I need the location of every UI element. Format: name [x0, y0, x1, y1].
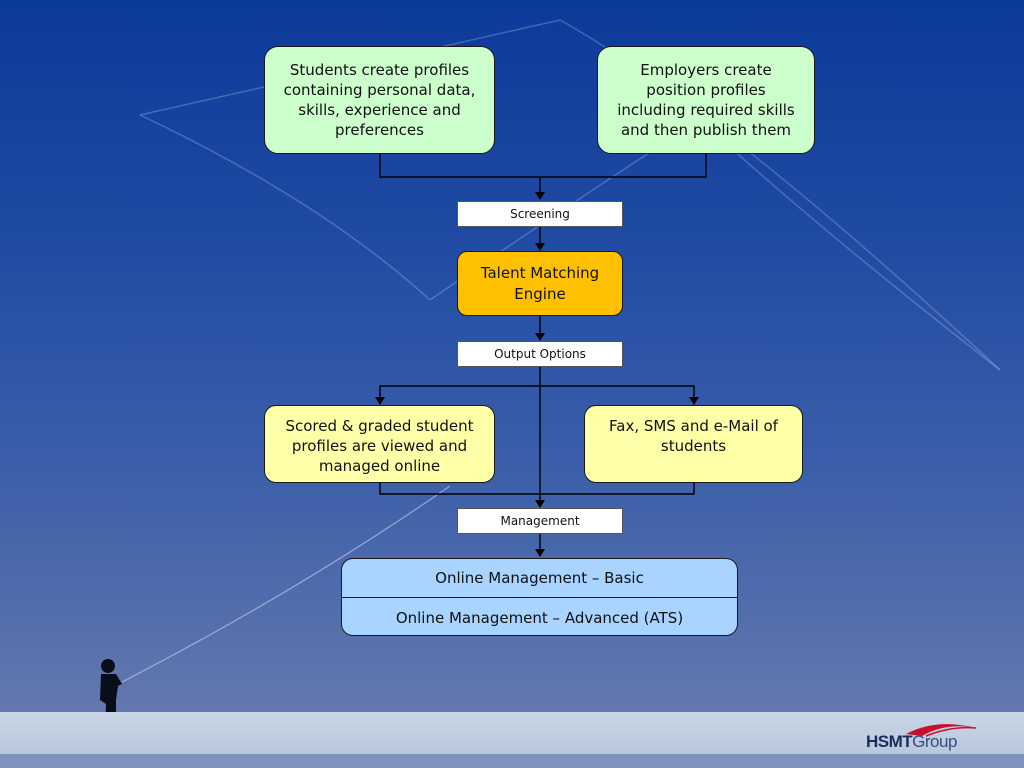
fax-sms-email-node: Fax, SMS and e-Mail of students: [584, 405, 803, 483]
employers-profile-node: Employers create position profiles inclu…: [597, 46, 815, 154]
students-profile-node: Students create profiles containing pers…: [264, 46, 495, 154]
management-text: Management: [500, 514, 580, 528]
footer-band: [0, 712, 1024, 754]
online-management-node: Online Management – Basic Online Managem…: [341, 558, 738, 636]
output-options-label: Output Options: [457, 341, 623, 367]
online-management-basic-text: Online Management – Basic: [435, 569, 644, 587]
employers-profile-text: Employers create position profiles inclu…: [617, 61, 795, 139]
talent-matching-engine-node: Talent Matching Engine: [457, 251, 623, 316]
output-options-text: Output Options: [494, 347, 586, 361]
management-label: Management: [457, 508, 623, 534]
screening-label: Screening: [457, 201, 623, 227]
scored-profiles-text: Scored & graded student profiles are vie…: [285, 417, 474, 475]
arrowheads: [375, 192, 699, 557]
logo-swoosh-icon: [906, 724, 977, 737]
online-management-advanced-row: Online Management – Advanced (ATS): [342, 598, 737, 635]
logo-text-light: Group: [912, 732, 957, 751]
talent-matching-engine-text: Talent Matching Engine: [480, 263, 600, 303]
logo-text-bold: HSMT: [866, 732, 913, 751]
connectors: [379, 153, 707, 549]
kite-string: [121, 485, 451, 683]
screening-text: Screening: [510, 207, 570, 221]
students-profile-text: Students create profiles containing pers…: [283, 61, 476, 139]
scored-profiles-node: Scored & graded student profiles are vie…: [264, 405, 495, 483]
footer-strip: [0, 754, 1024, 768]
logo-text: HSMTGroup: [866, 732, 957, 752]
online-management-advanced-text: Online Management – Advanced (ATS): [395, 608, 684, 627]
hsmt-group-logo: HSMTGroup: [866, 722, 986, 758]
online-management-basic-row: Online Management – Basic: [342, 559, 737, 598]
fax-sms-email-text: Fax, SMS and e-Mail of students: [609, 417, 778, 455]
